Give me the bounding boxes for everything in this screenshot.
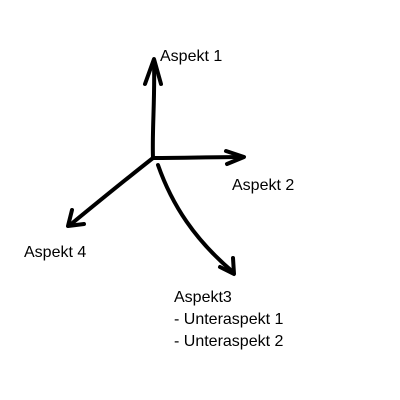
subaspect-2: - Unteraspekt 2 xyxy=(174,333,284,350)
arrow-aspekt-2 xyxy=(151,155,245,160)
arrowhead-aspekt-4 xyxy=(66,208,86,228)
label-aspekt-1: Aspekt 1 xyxy=(160,48,223,65)
label-aspekt-3: Aspekt3 xyxy=(174,289,232,306)
label-aspekt-4: Aspekt 4 xyxy=(24,244,87,261)
arrowhead-aspekt-3 xyxy=(218,256,236,276)
subaspect-1: - Unteraspekt 1 xyxy=(174,311,284,328)
arrow-aspekt-4 xyxy=(68,156,155,227)
label-aspekt-2: Aspekt 2 xyxy=(232,177,295,194)
arrow-aspekt-1 xyxy=(150,60,157,160)
label-aspekt-3-block: Aspekt3 - Unteraspekt 1 - Unteraspekt 2 xyxy=(174,287,283,353)
arrowhead-aspekt-1 xyxy=(143,57,163,86)
arrowhead-aspekt-2 xyxy=(224,149,246,166)
arrow-aspekt-3 xyxy=(156,163,235,274)
